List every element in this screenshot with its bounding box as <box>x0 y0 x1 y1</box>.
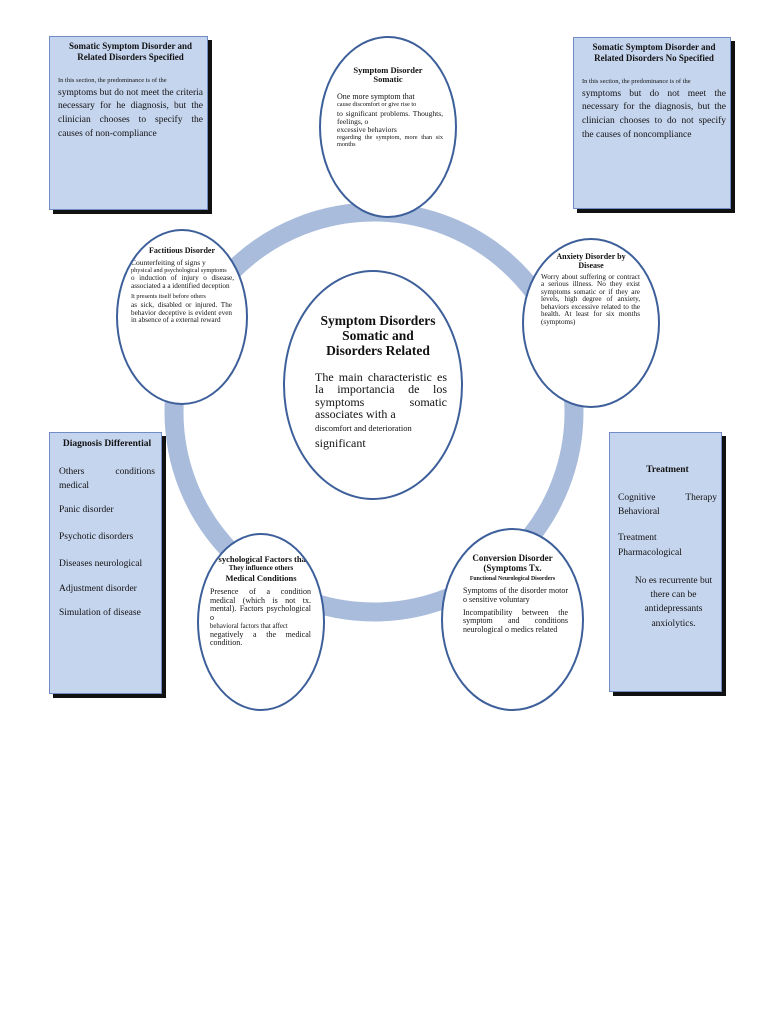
node-somatic-symptom-disorder-title: Symptom Disorder Somatic <box>353 65 423 85</box>
box-specified: Somatic Symptom Disorder and Related Dis… <box>49 36 208 210</box>
treatment-item-pharmacological: Treatment Pharmacological <box>618 533 682 558</box>
treatment-item-medication-text: No es recurrente but there can be antide… <box>634 575 713 629</box>
node-factitious-disorder-title: Factitious Disorder <box>149 246 215 255</box>
box-specified-title: Somatic Symptom Disorder and Related Dis… <box>68 41 193 63</box>
node-anxiety-disorder-body: Worry about suffering or contract a seri… <box>541 272 640 326</box>
box-not-specified-body: symptoms but do not meet the necessary f… <box>582 88 726 140</box>
center-body-main: The main characteristic es la importanci… <box>315 369 447 422</box>
node-factitious-disorder-line2: physical and psychological symptoms <box>131 266 227 274</box>
node-psychological-factors-body2: behavioral factors that affect <box>210 622 288 630</box>
node-somatic-symptom-disorder-line4: excessive behaviors <box>337 125 397 135</box>
treatment-item-cbt: Cognitive Therapy Behavioral <box>618 492 717 518</box>
node-conversion-disorder-title: Conversion Disorder (Symptoms Tx. <box>472 553 553 573</box>
node-conversion-disorder-body1: Symptoms of the disorder motor o sensiti… <box>463 586 568 604</box>
bullet-icon <box>618 574 628 631</box>
box-not-specified: Somatic Symptom Disorder and Related Dis… <box>573 37 731 209</box>
differential-item-other-conditions: Others conditions medical <box>59 466 155 492</box>
node-conversion-disorder: Conversion Disorder (Symptoms Tx. Functi… <box>441 528 584 711</box>
node-somatic-symptom-disorder: Symptom Disorder Somatic One more sympto… <box>319 36 457 218</box>
center-title: Symptom Disorders Somatic and Disorders … <box>320 313 436 358</box>
box-not-specified-small: In this section, the predominance is of … <box>582 77 691 85</box>
differential-item-adjustment: Adjustment disorder <box>59 583 137 594</box>
box-differential-diagnosis: Diagnosis Differential Others conditions… <box>49 432 162 694</box>
box-specified-body: symptoms but do not meet the criteria ne… <box>58 87 203 139</box>
node-psychological-factors-body1: Presence of a condition medical (which i… <box>210 587 311 622</box>
node-anxiety-disorder-title: Anxiety Disorder by Disease <box>556 252 626 270</box>
node-somatic-symptom-disorder-line5: regarding the symptom, more than six mon… <box>337 134 443 148</box>
treatment-item-medication: No es recurrente but there can be antide… <box>618 574 717 631</box>
box-specified-small: In this section, the predominance is of … <box>58 76 167 84</box>
differential-item-simulation: Simulation of disease <box>59 607 141 618</box>
node-factitious-disorder-line1: Counterfeiting of signs y <box>131 257 206 267</box>
center-node: Symptom Disorders Somatic and Disorders … <box>283 270 463 500</box>
differential-item-panic: Panic disorder <box>59 505 114 516</box>
differential-item-psychotic: Psychotic disorders <box>59 532 134 543</box>
node-factitious-disorder-line4: It presents itself before others <box>131 293 206 301</box>
node-anxiety-disorder: Anxiety Disorder by Disease Worry about … <box>522 238 660 408</box>
box-differential-diagnosis-title: Diagnosis Differential <box>62 439 152 449</box>
node-factitious-disorder-line3: o induction of injury o disease, associa… <box>131 274 234 290</box>
node-factitious-disorder: Factitious Disorder Counterfeiting of si… <box>116 229 248 405</box>
node-conversion-disorder-subtitle: Functional Neurological Disorders <box>469 575 556 582</box>
differential-item-neurological: Diseases neurological <box>59 559 143 570</box>
node-somatic-symptom-disorder-line2: cause discomfort or give rise to <box>337 101 417 109</box>
node-factitious-disorder-line5: as sick, disabled or injured. The behavi… <box>131 301 232 325</box>
center-body-discomfort: discomfort and deterioration <box>315 422 412 433</box>
node-somatic-symptom-disorder-line1: One more symptom that <box>337 91 415 101</box>
node-psychological-factors-title1: Psychological Factors that <box>213 554 309 564</box>
node-somatic-symptom-disorder-line3: to significant problems. Thoughts, feeli… <box>337 108 443 126</box>
node-psychological-factors-title2: They influence others <box>228 564 294 573</box>
box-not-specified-title: Somatic Symptom Disorder and Related Dis… <box>592 42 716 64</box>
center-body-significant: significant <box>315 435 366 450</box>
node-conversion-disorder-body2: Incompatibility between the symptom and … <box>463 607 568 634</box>
node-psychological-factors: Psychological Factors that They influenc… <box>197 533 325 711</box>
box-treatment: Treatment Cognitive Therapy Behavioral T… <box>609 432 722 692</box>
node-psychological-factors-title3: Medical Conditions <box>225 573 297 584</box>
node-psychological-factors-body3: negatively a the medical condition. <box>210 630 311 648</box>
box-treatment-title: Treatment <box>646 465 689 475</box>
